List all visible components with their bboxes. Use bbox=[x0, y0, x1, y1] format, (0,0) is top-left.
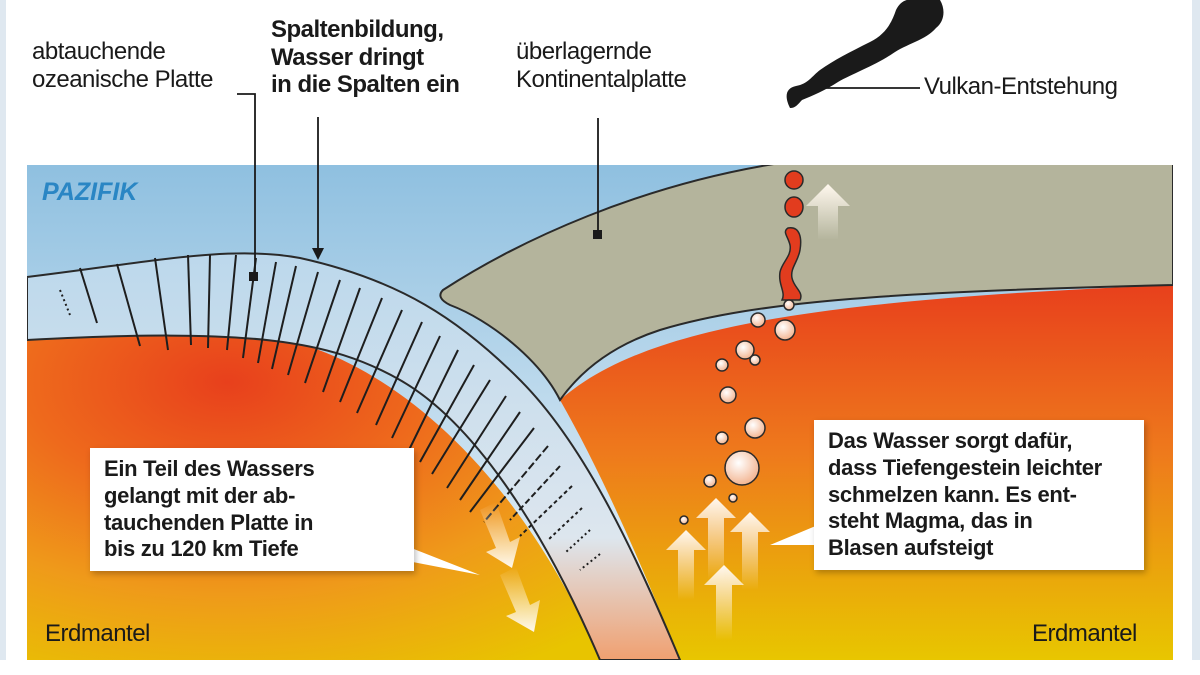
magma-bubbles bbox=[679, 299, 796, 525]
volcano-main bbox=[765, 107, 818, 162]
callout-magma: Das Wasser sorgt dafür, dass Tiefengeste… bbox=[814, 420, 1144, 571]
smoke-plume bbox=[786, 0, 944, 108]
volcano-small-1 bbox=[820, 118, 855, 140]
up-arrows bbox=[666, 184, 850, 640]
callout-water-depth: Ein Teil des Wassers gelangt mit der ab-… bbox=[90, 448, 414, 572]
magma-blob bbox=[784, 170, 804, 190]
slab-cracks bbox=[59, 254, 601, 571]
down-arrow-icon bbox=[500, 567, 540, 632]
up-arrow-icon bbox=[704, 565, 744, 640]
label-ocean: PAZIFIK bbox=[42, 178, 138, 206]
continental-plate bbox=[439, 165, 1173, 402]
volcano-small-3 bbox=[896, 121, 912, 131]
label-mantle-right: Erdmantel bbox=[1032, 620, 1137, 647]
up-arrow-icon bbox=[696, 498, 736, 580]
arrowhead-icon bbox=[312, 248, 324, 260]
label-subducting-plate: abtauchende ozeanische Platte bbox=[32, 38, 213, 93]
up-arrow-icon bbox=[730, 512, 770, 590]
label-continental-plate: überlagernde Kontinentalplatte bbox=[516, 38, 687, 93]
marker-square bbox=[249, 272, 258, 281]
down-arrows bbox=[480, 502, 540, 632]
label-mantle-left: Erdmantel bbox=[45, 620, 150, 647]
up-arrow-icon bbox=[806, 184, 850, 240]
left-frame-border bbox=[0, 0, 6, 675]
magma-conduit bbox=[769, 108, 812, 163]
label-cracks: Spaltenbildung, Wasser dringt in die Spa… bbox=[271, 16, 460, 99]
label-volcano: Vulkan-Entstehung bbox=[924, 73, 1118, 100]
marker-square bbox=[593, 230, 602, 239]
volcano-small-2 bbox=[858, 116, 888, 136]
magma-blob bbox=[784, 196, 804, 218]
leader-lines bbox=[237, 87, 920, 275]
down-arrow-icon bbox=[480, 502, 520, 568]
up-arrow-icon bbox=[666, 530, 706, 600]
right-frame-border bbox=[1192, 0, 1200, 675]
oceanic-plate bbox=[27, 252, 682, 660]
